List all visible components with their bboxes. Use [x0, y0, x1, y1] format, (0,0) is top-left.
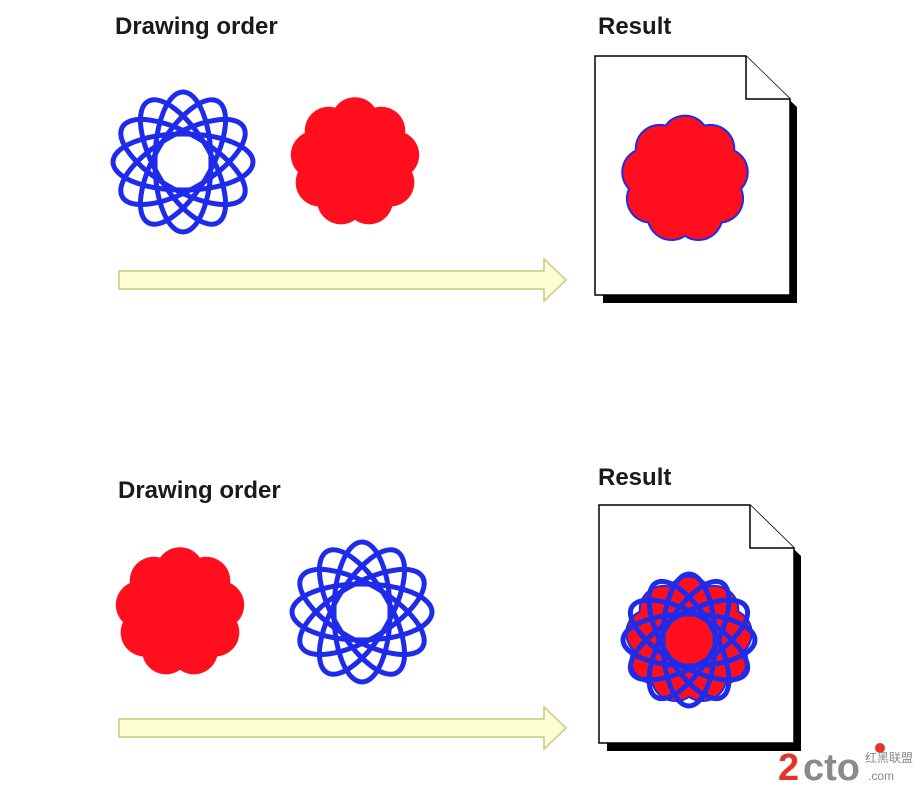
flower-core — [641, 135, 729, 223]
blue-orbits-shape-bottom — [289, 539, 435, 685]
watermark-com: .com — [868, 769, 894, 783]
result-red-flower-top — [621, 114, 749, 241]
orbit-ellipse — [297, 566, 427, 658]
result-title-bottom: Result — [598, 464, 671, 491]
orbit-ellipse — [152, 89, 214, 235]
drawing-direction-arrow-bottom — [118, 705, 568, 751]
watermark-sub: 红黑联盟 — [865, 750, 913, 765]
orbit-ellipse — [118, 116, 248, 208]
drawing-order-title-top: Drawing order — [115, 13, 278, 40]
flower-core — [134, 566, 226, 658]
page-fold-bottom — [749, 505, 794, 549]
orbit-ellipse — [316, 547, 408, 677]
orbit-ellipse — [289, 581, 435, 643]
watermark: 2 cto .com 红黑联盟 — [778, 743, 913, 788]
red-flower-shape-bottom — [115, 547, 245, 675]
orbit-ellipse — [627, 597, 751, 683]
blue-orbits-shape-top — [110, 89, 256, 235]
result-page-top — [594, 55, 797, 303]
red-flower-shape-top — [290, 97, 420, 225]
orbit-ellipse — [646, 578, 732, 702]
watermark-2: 2 — [778, 747, 799, 788]
panel-bottom: Drawing order Result — [115, 464, 801, 751]
orbit-ellipse — [118, 116, 248, 208]
result-blue-orbits-bottom — [620, 571, 758, 709]
panel-top: Drawing order Result — [110, 13, 797, 303]
result-title-top: Result — [598, 13, 671, 40]
watermark-cto: cto — [803, 747, 860, 788]
orbit-ellipse — [110, 131, 256, 193]
orbit-ellipse — [316, 547, 408, 677]
flower-core — [645, 596, 733, 684]
drawing-direction-arrow-top — [118, 257, 568, 303]
orbit-ellipse — [660, 571, 718, 709]
logo-mark-icon — [875, 743, 885, 753]
flower-core — [309, 116, 401, 208]
orbit-ellipse — [137, 97, 229, 227]
orbit-ellipse — [137, 97, 229, 227]
orbit-ellipse — [620, 611, 758, 669]
orbit-ellipse — [646, 578, 732, 702]
orbit-ellipse — [627, 597, 751, 683]
orbit-ellipse — [297, 566, 427, 658]
page-fold-top — [745, 56, 790, 100]
result-page-bottom — [598, 504, 801, 751]
orbit-ellipse — [331, 539, 393, 685]
drawing-order-title-bottom: Drawing order — [118, 477, 281, 504]
